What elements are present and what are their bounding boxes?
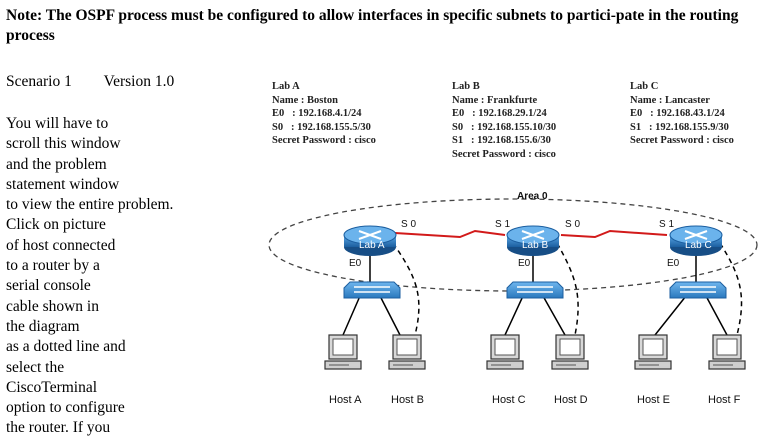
host-d-label: Host D bbox=[554, 394, 588, 406]
lab-c-info: Lab C Name : Lancaster E0 : 192.168.43.1… bbox=[630, 80, 734, 148]
links-switch-b-hosts bbox=[504, 295, 566, 336]
host-e[interactable] bbox=[634, 334, 672, 370]
lab-a-e0: E0 : 192.168.4.1/24 bbox=[272, 108, 362, 120]
host-e-label: Host E bbox=[637, 394, 670, 406]
iface-b-s1: S 1 bbox=[495, 219, 510, 230]
iface-a-e0: E0 bbox=[349, 258, 362, 269]
lab-a-title: Lab A bbox=[272, 81, 300, 92]
iface-c-s1: S 1 bbox=[659, 219, 674, 230]
scenario-label: Scenario 1 bbox=[6, 73, 72, 90]
console-cable-c[interactable] bbox=[719, 242, 743, 336]
host-b[interactable] bbox=[388, 334, 426, 370]
iface-c-e0: E0 bbox=[667, 258, 680, 269]
router-lab-c[interactable]: Lab C bbox=[669, 225, 723, 257]
lab-a-s0: S0 : 192.168.155.5/30 bbox=[272, 121, 371, 133]
lab-b-name: Name : Frankfurte bbox=[452, 94, 538, 106]
serial-link-b-c bbox=[560, 229, 668, 239]
lab-a-info: Lab A Name : Boston E0 : 192.168.4.1/24 … bbox=[272, 80, 376, 148]
instructions-text: You will have to scroll this window and … bbox=[6, 115, 174, 437]
router-lab-a[interactable]: Lab A bbox=[343, 225, 397, 257]
links-switch-c-hosts bbox=[654, 295, 728, 336]
switch-b bbox=[506, 281, 564, 299]
host-f-label: Host F bbox=[708, 394, 741, 406]
lab-c-s1: S1 : 192.168.155.9/30 bbox=[630, 121, 729, 133]
console-cable-a[interactable] bbox=[392, 242, 420, 336]
router-lab-b[interactable]: Lab B bbox=[506, 225, 560, 257]
scenario-header: Scenario 1 Version 1.0 bbox=[6, 73, 174, 91]
host-a[interactable] bbox=[324, 334, 362, 370]
switch-a bbox=[343, 281, 401, 299]
lab-b-info: Lab B Name : Frankfurte E0 : 192.168.29.… bbox=[452, 80, 556, 162]
iface-a-s0: S 0 bbox=[401, 219, 416, 230]
router-c-label: Lab C bbox=[685, 240, 712, 251]
serial-link-a-b bbox=[394, 229, 506, 239]
console-cable-b[interactable] bbox=[556, 242, 579, 336]
router-a-label: Lab A bbox=[359, 240, 385, 251]
network-diagram[interactable]: Area 0 Lab A Lab B Lab C S 0 S 1 S 0 S 1… bbox=[265, 185, 767, 441]
lab-b-password: Secret Password : cisco bbox=[452, 148, 556, 160]
iface-b-s0: S 0 bbox=[565, 219, 580, 230]
version-label: Version 1.0 bbox=[103, 73, 175, 90]
lab-c-title: Lab C bbox=[630, 81, 659, 92]
lab-c-e0: E0 : 192.168.43.1/24 bbox=[630, 108, 725, 120]
lab-b-title: Lab B bbox=[452, 81, 480, 92]
host-a-label: Host A bbox=[329, 394, 362, 406]
host-d[interactable] bbox=[551, 334, 589, 370]
links-switch-a-hosts bbox=[342, 295, 401, 336]
lab-b-s1: S1 : 192.168.155.6/30 bbox=[452, 135, 551, 147]
router-b-label: Lab B bbox=[522, 240, 548, 251]
area-0-label: Area 0 bbox=[517, 191, 548, 202]
lab-b-s0: S0 : 192.168.155.10/30 bbox=[452, 121, 557, 133]
host-c-label: Host C bbox=[492, 394, 526, 406]
host-f[interactable] bbox=[708, 334, 746, 370]
host-c[interactable] bbox=[486, 334, 524, 370]
lab-a-name: Name : Boston bbox=[272, 94, 338, 106]
host-b-label: Host B bbox=[391, 394, 424, 406]
lab-a-password: Secret Password : cisco bbox=[272, 135, 376, 147]
lab-c-name: Name : Lancaster bbox=[630, 94, 710, 106]
problem-note: Note: The OSPF process must be configure… bbox=[6, 7, 739, 44]
switch-c bbox=[669, 281, 727, 299]
lab-b-e0: E0 : 192.168.29.1/24 bbox=[452, 108, 547, 120]
lab-c-password: Secret Password : cisco bbox=[630, 135, 734, 147]
iface-b-e0: E0 bbox=[518, 258, 531, 269]
